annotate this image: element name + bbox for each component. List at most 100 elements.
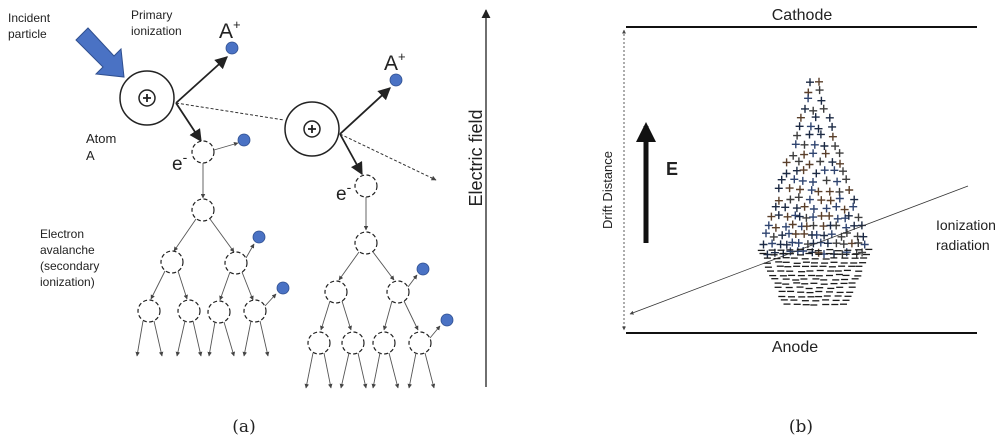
primary-ionization-label-1: Primary <box>131 8 172 22</box>
avalanche-node <box>177 299 201 323</box>
positive-ion-mark <box>792 204 801 213</box>
positive-ion-mark <box>796 185 804 194</box>
positive-ion-mark <box>830 166 839 175</box>
ionization-radiation-track <box>629 185 969 315</box>
positive-ion-mark <box>850 195 859 204</box>
positive-ion-mark <box>774 196 783 205</box>
positive-ion-mark <box>828 122 837 131</box>
positive-ion-mark <box>807 186 816 195</box>
positive-ion-mark <box>809 205 818 213</box>
positive-ion-mark <box>849 202 858 211</box>
positive-ion-mark <box>805 130 814 139</box>
positive-ion-mark <box>820 142 829 150</box>
caption-a: (a) <box>232 417 255 437</box>
positive-ion-mark <box>778 231 787 240</box>
ionization-radiation-label-1: Ionization <box>936 217 996 233</box>
positive-ion-mark <box>832 239 841 248</box>
positive-ion-mark <box>835 149 844 158</box>
positive-ion-mark <box>769 232 778 241</box>
atom-label-2: A <box>86 148 95 163</box>
avalanche-node <box>307 331 331 355</box>
positive-ion-mark <box>785 184 794 193</box>
avalanche-node <box>408 331 432 355</box>
positive-ion-mark <box>791 211 800 220</box>
avalanche-node <box>354 231 378 255</box>
electron-1 <box>191 140 215 164</box>
atom-b-plus-icon <box>308 125 316 133</box>
avalanche-label-1: Electron <box>40 227 84 241</box>
incident-particle-label-1: Incident <box>8 11 51 25</box>
positive-ion-mark <box>822 204 831 213</box>
positive-ion-mark <box>793 131 802 140</box>
incident-particle-label-2: particle <box>8 27 47 41</box>
positive-ion-mark <box>806 78 814 87</box>
positive-ion-mark <box>805 160 814 169</box>
positive-ion-mark <box>781 203 790 212</box>
panel-b: Cathode Anode Drift Distance E Ionizatio… <box>600 7 996 437</box>
avalanche-node <box>207 300 231 324</box>
positive-ion-mark <box>835 194 844 203</box>
ionization-radiation-label-2: radiation <box>936 237 990 253</box>
positive-ion-mark <box>795 212 804 221</box>
avalanche-node <box>137 299 161 323</box>
anode-label: Anode <box>772 339 818 356</box>
positive-ion-mark <box>764 221 773 230</box>
positive-ion-mark <box>798 176 807 185</box>
avalanche-node <box>160 250 184 274</box>
atom-label-1: Atom <box>86 131 116 146</box>
positive-ion-mark <box>804 94 813 103</box>
positive-ion-mark <box>822 176 831 185</box>
positive-ion-mark <box>782 240 791 249</box>
positive-ion-mark <box>842 175 851 184</box>
positive-ion-mark <box>782 222 790 231</box>
positive-ion-mark <box>850 221 859 230</box>
positive-ion-mark <box>820 166 829 175</box>
electron-label-2: e- <box>336 179 352 205</box>
positive-ion-mark <box>788 220 797 229</box>
ion-dot-4 <box>276 281 290 295</box>
positive-ion-mark <box>825 211 834 220</box>
positive-ion-mark <box>845 186 854 194</box>
positive-ion-mark <box>774 184 783 193</box>
positive-ion-mark <box>817 211 826 220</box>
positive-ion-mark <box>854 213 863 222</box>
avalanche-node <box>224 251 248 275</box>
positive-ion-mark <box>816 130 825 139</box>
positive-ion-mark <box>831 142 840 151</box>
positive-ion-mark <box>832 202 841 211</box>
positive-ion-mark <box>782 169 791 178</box>
ion-arrow-1 <box>175 56 228 104</box>
positive-ion-mark <box>844 211 853 220</box>
positive-ion-mark <box>759 240 768 249</box>
ion-dot-6 <box>416 262 430 276</box>
electron-label-1: e- <box>172 149 188 175</box>
ion-label-2: A+ <box>384 49 406 75</box>
positive-ion-mark <box>839 240 848 249</box>
positive-ion-mark <box>786 195 795 204</box>
positive-ion-mark <box>809 106 818 115</box>
positive-ion-mark <box>800 150 809 159</box>
positive-ion-mark <box>816 157 825 166</box>
positive-ion-mark <box>811 113 820 122</box>
positive-ion-mark <box>819 104 828 113</box>
ion-dot-2 <box>237 133 251 147</box>
caption-b: (b) <box>789 417 813 437</box>
positive-ion-mark <box>771 223 780 232</box>
positive-ion-mark <box>810 140 819 149</box>
ion-dot-1 <box>225 41 239 55</box>
positive-ion-mark <box>825 113 834 122</box>
positive-ion-mark <box>817 96 826 105</box>
positive-ion-mark <box>815 86 824 95</box>
atom-a-plus-icon <box>143 94 151 102</box>
positive-ion-mark <box>827 230 836 239</box>
positive-ion-mark <box>815 77 823 86</box>
electron-arrow-2 <box>339 133 363 176</box>
positive-ion-mark <box>802 222 811 231</box>
positive-ion-mark <box>802 213 811 222</box>
positive-ion-mark <box>825 187 834 196</box>
positive-ion-mark <box>812 169 821 178</box>
positive-ion-mark <box>794 239 803 247</box>
positive-ion-mark <box>812 230 821 239</box>
positive-ion-mark <box>796 113 805 122</box>
